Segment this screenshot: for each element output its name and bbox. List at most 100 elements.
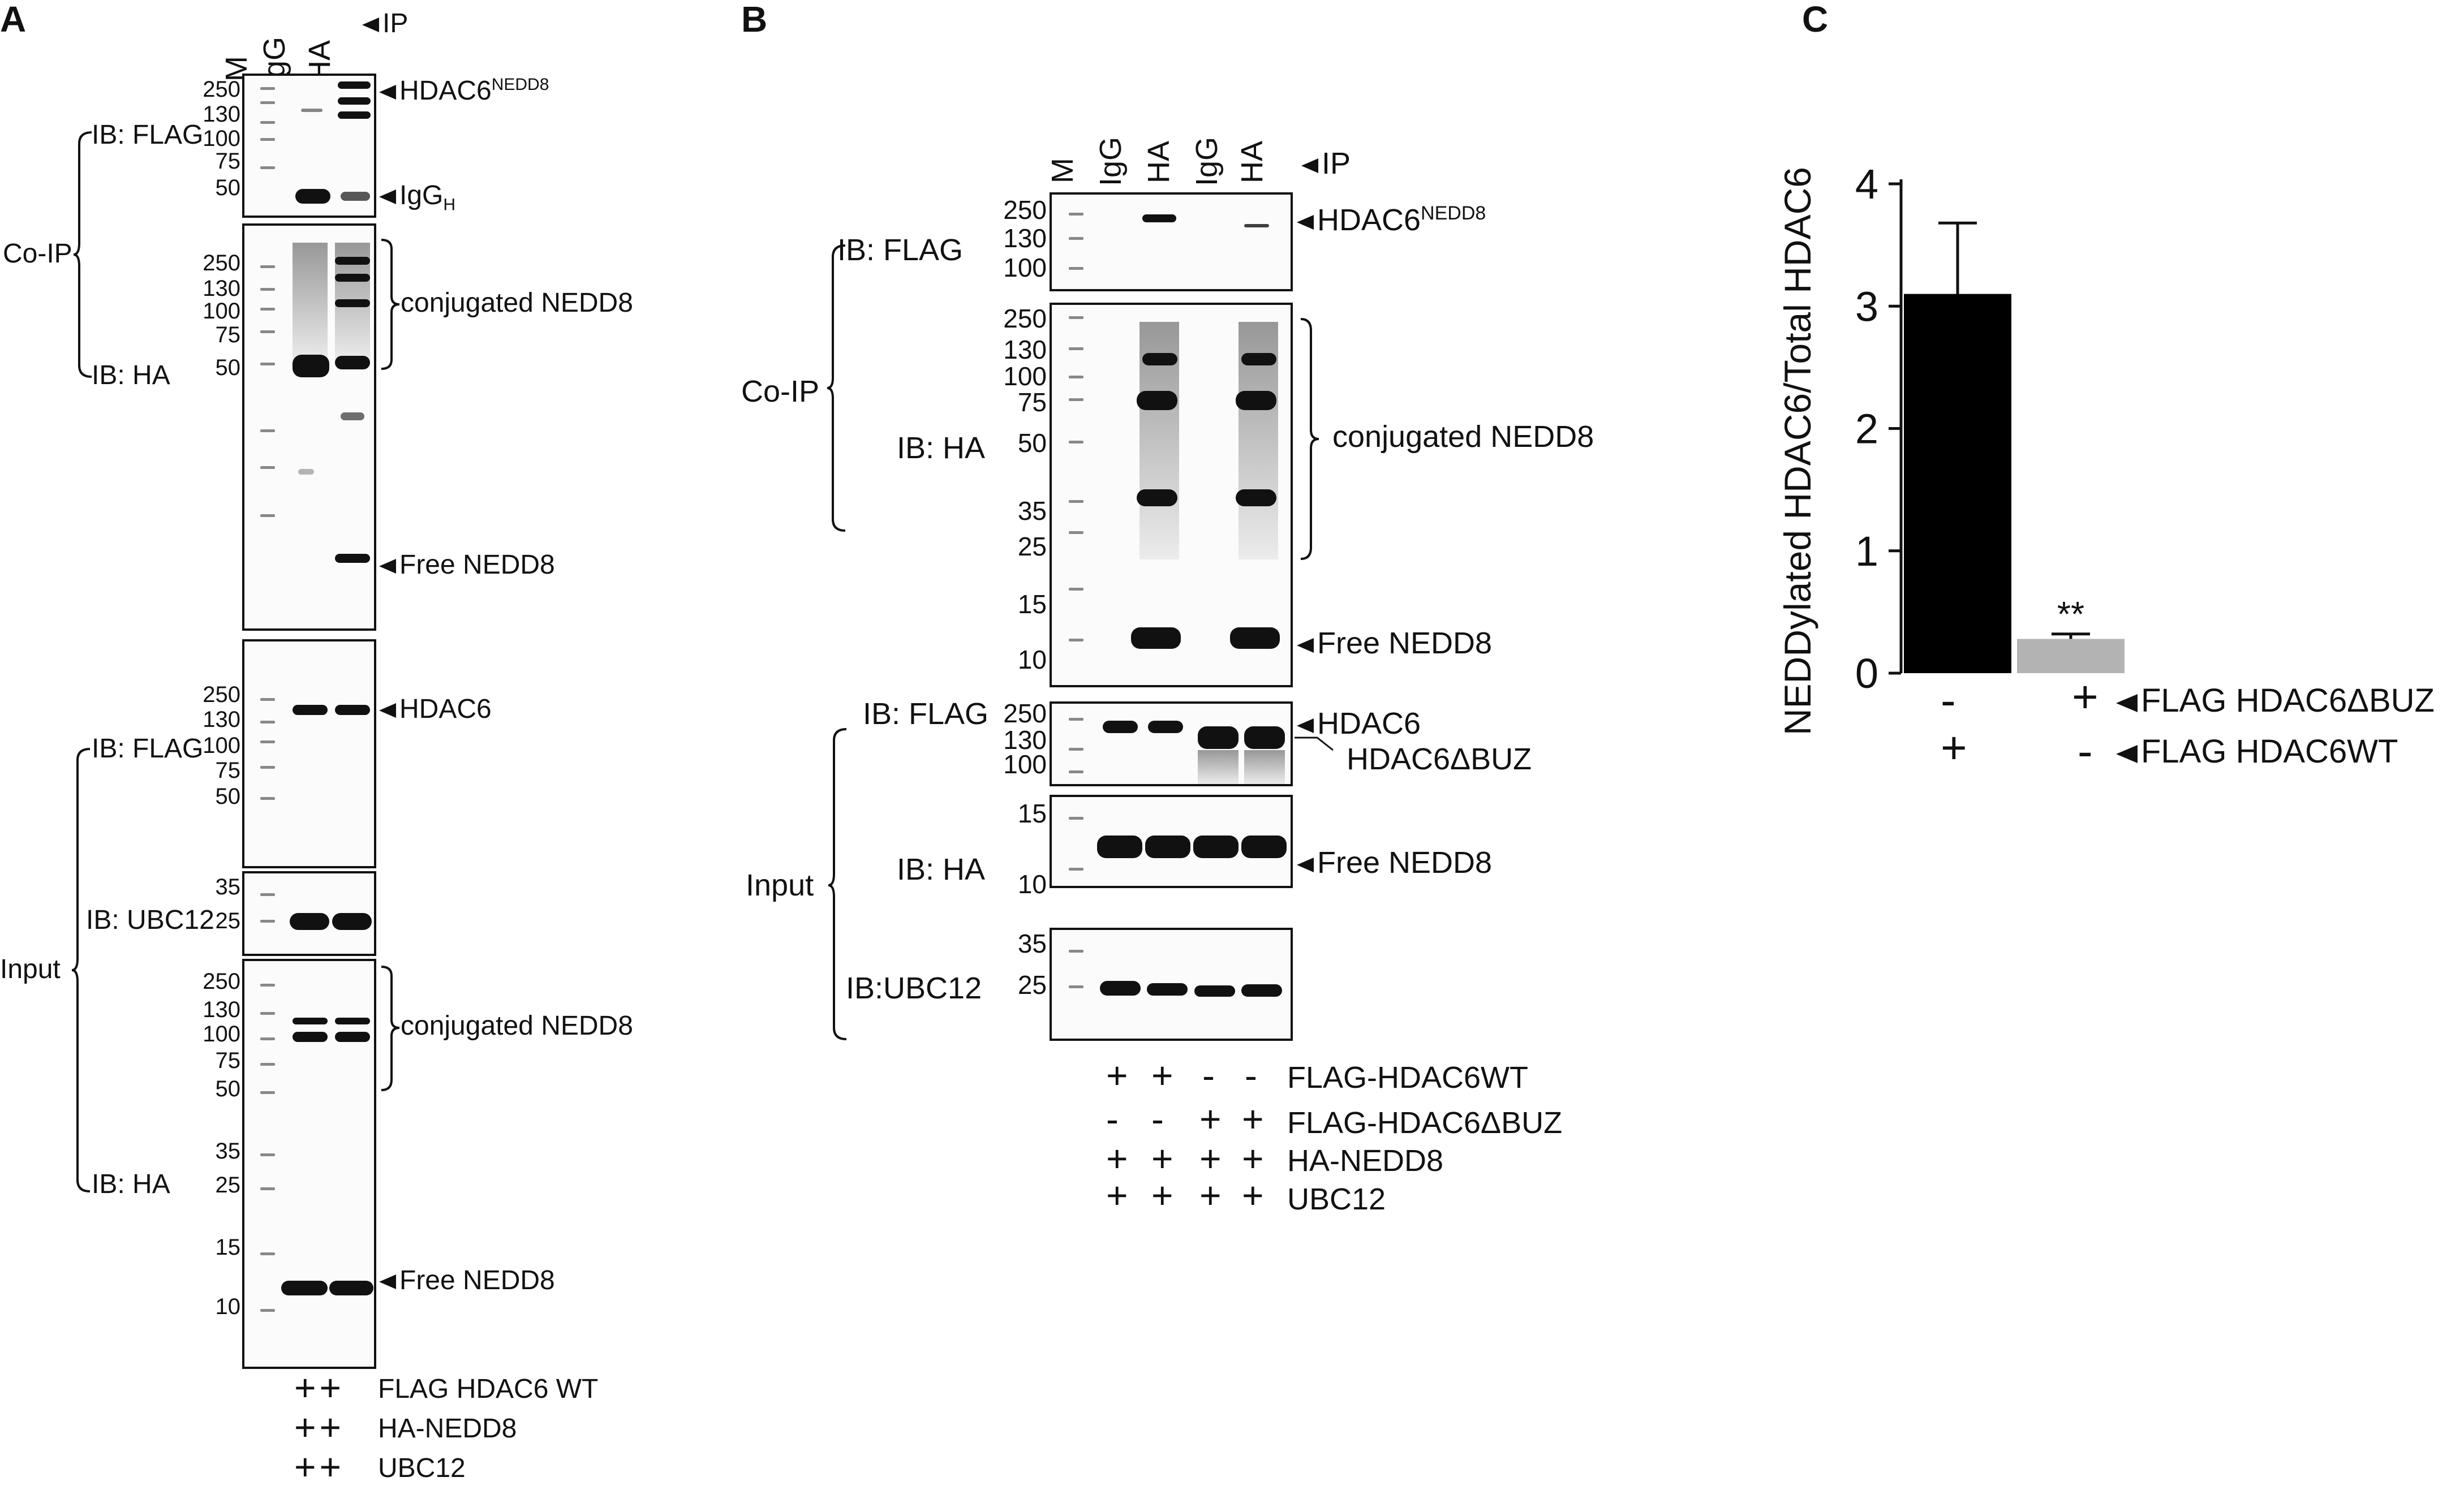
panel-b-ib-ha-input: IB: HA bbox=[897, 852, 986, 886]
cond-sign: + bbox=[1242, 1098, 1264, 1140]
panel-label-c: C bbox=[1802, 0, 1829, 40]
band bbox=[1137, 391, 1177, 410]
free-nedd8-label: Free NEDD8 bbox=[399, 1265, 555, 1295]
mw-label: 25 bbox=[215, 1173, 241, 1198]
panel-b-ib-flag-top: IB: FLAG bbox=[837, 233, 964, 267]
band bbox=[293, 1032, 328, 1042]
band bbox=[1198, 726, 1239, 749]
marker-ladder bbox=[1069, 237, 1083, 240]
arrow-icon bbox=[362, 18, 379, 33]
cond-sign: + bbox=[1242, 1174, 1264, 1216]
mw-label: 35 bbox=[215, 875, 241, 899]
panel-a-blot-ha-ip bbox=[242, 223, 376, 631]
panel-a-ib-flag-top: IB: FLAG bbox=[92, 120, 204, 150]
panel-a-coip-label: Co-IP bbox=[3, 239, 72, 269]
arrow-icon bbox=[379, 559, 396, 574]
marker-ladder bbox=[260, 1012, 275, 1015]
band bbox=[1241, 984, 1282, 997]
panel-a-cond-label: UBC12 bbox=[378, 1453, 466, 1483]
band bbox=[1193, 836, 1239, 858]
band bbox=[1097, 836, 1142, 858]
mw-label: 35 bbox=[1017, 929, 1047, 958]
panel-a-input-brace bbox=[71, 748, 91, 1192]
marker-ladder bbox=[260, 797, 275, 800]
panel-a-cond-label: HA-NEDD8 bbox=[378, 1414, 517, 1444]
marker-ladder bbox=[260, 766, 275, 769]
panel-b-ib-flag-input: IB: FLAG bbox=[863, 697, 989, 731]
band bbox=[338, 111, 371, 119]
mw-label: 130 bbox=[1003, 725, 1047, 755]
smear bbox=[1198, 750, 1239, 784]
panel-a-conj-brace-2 bbox=[381, 966, 400, 1091]
marker-ladder bbox=[260, 698, 275, 701]
arrow-icon bbox=[379, 190, 396, 205]
mw-label: 100 bbox=[203, 1022, 240, 1047]
significance-marker: ** bbox=[2057, 595, 2084, 634]
mw-label: 25 bbox=[1017, 970, 1047, 1000]
igg-label: IgG bbox=[399, 180, 444, 210]
band bbox=[1137, 489, 1177, 506]
panel-b-cond-label: HA-NEDD8 bbox=[1287, 1144, 1444, 1178]
mw-label: 50 bbox=[215, 784, 241, 809]
mw-label: 15 bbox=[1017, 589, 1047, 619]
mw-label: 10 bbox=[1017, 645, 1047, 674]
band bbox=[1241, 836, 1287, 858]
mw-label: 75 bbox=[215, 1048, 241, 1073]
marker-ladder bbox=[260, 330, 275, 333]
marker-ladder bbox=[1069, 500, 1083, 503]
panel-b-hdac6-dbuz-label: HDAC6ΔBUZ bbox=[1347, 742, 1532, 776]
mw-label: 250 bbox=[203, 969, 240, 994]
mw-label: 130 bbox=[203, 102, 240, 127]
band bbox=[298, 469, 314, 475]
panel-c-row2-label: FLAG HDAC6WT bbox=[2141, 733, 2398, 770]
mw-label: 75 bbox=[215, 322, 241, 347]
panel-b-blot-flag-input bbox=[1050, 701, 1293, 786]
mw-label: 50 bbox=[1017, 428, 1047, 458]
mw-label: 25 bbox=[1017, 532, 1047, 561]
panel-b-ib-ha-top: IB: HA bbox=[897, 431, 986, 465]
marker-ladder bbox=[1069, 398, 1083, 401]
mw-label: 10 bbox=[215, 1294, 241, 1319]
band bbox=[1236, 489, 1276, 506]
panel-a-blot-ubc12-input bbox=[242, 871, 376, 956]
band bbox=[335, 705, 370, 715]
mw-label: 130 bbox=[203, 707, 240, 732]
panel-a-conj-label-2: conjugated NEDD8 bbox=[401, 1011, 633, 1041]
marker-ladder bbox=[260, 138, 275, 141]
marker-ladder bbox=[260, 429, 275, 432]
band bbox=[335, 257, 370, 265]
panel-a-conj-brace-1 bbox=[381, 239, 400, 370]
panel-b-blot-ha-input bbox=[1050, 795, 1293, 888]
y-tick-label: 4 bbox=[1855, 161, 1878, 208]
hdac6-input-label: HDAC6 bbox=[399, 694, 492, 724]
panel-a-cond-signs: ++ bbox=[294, 1367, 345, 1409]
mw-label: 75 bbox=[215, 149, 241, 174]
panel-a-ib-ha-top: IB: HA bbox=[92, 360, 170, 390]
marker-ladder bbox=[1069, 868, 1083, 871]
band bbox=[1244, 224, 1269, 227]
panel-b-lane-label-igg1: IgG bbox=[1094, 136, 1128, 186]
band bbox=[341, 192, 370, 201]
free-nedd8-input-label: Free NEDD8 bbox=[1317, 846, 1493, 880]
band bbox=[293, 355, 329, 377]
mw-label: 100 bbox=[203, 126, 240, 151]
mw-label: 35 bbox=[1017, 496, 1047, 526]
cond-sign: + bbox=[1106, 1138, 1128, 1179]
band bbox=[335, 356, 370, 369]
band bbox=[293, 1018, 328, 1024]
mw-label: 100 bbox=[1003, 750, 1047, 779]
panel-b-conj-label: conjugated NEDD8 bbox=[1332, 420, 1594, 454]
marker-ladder bbox=[260, 740, 275, 743]
y-tick-label: 3 bbox=[1855, 283, 1878, 330]
arrow-icon bbox=[379, 1274, 396, 1290]
marker-ladder bbox=[1069, 316, 1083, 319]
cond-sign: + bbox=[1106, 1054, 1128, 1096]
y-tick-label: 1 bbox=[1855, 528, 1878, 575]
panel-a-blot-flag-ip bbox=[242, 74, 376, 218]
panel-b-conj-brace bbox=[1300, 318, 1319, 560]
panel-a-ip-label: IP bbox=[382, 8, 408, 38]
band bbox=[1103, 721, 1138, 733]
y-tick-label: 2 bbox=[1855, 406, 1878, 453]
cond-sign: + bbox=[1106, 1174, 1128, 1216]
nedd8-superscript: NEDD8 bbox=[1421, 203, 1486, 224]
